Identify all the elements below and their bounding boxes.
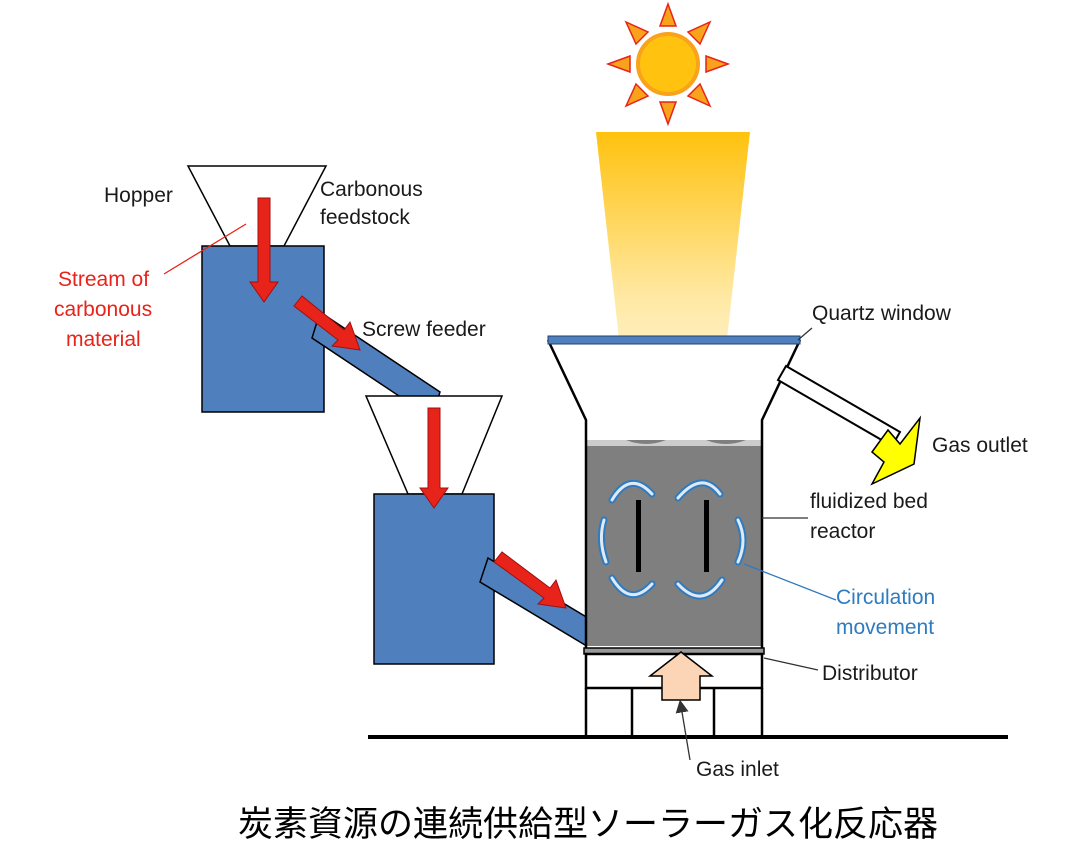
gas-outlet-pipe: [776, 364, 902, 448]
label-hopper: Hopper: [104, 184, 173, 207]
lower-feeder-box: [373, 493, 495, 665]
label-gas-inlet: Gas inlet: [696, 758, 779, 781]
leader-lines: [163, 223, 837, 761]
fluidized-bed: [586, 440, 762, 646]
baffle-plate-right: [704, 500, 709, 572]
reactor-vessel: [546, 339, 802, 652]
label-reactor: reactor: [810, 520, 875, 543]
sun-icon: [605, 1, 731, 127]
upper-hopper: [186, 165, 328, 247]
gas-outlet-arrow: [870, 415, 922, 486]
label-screw-feeder: Screw feeder: [362, 318, 486, 341]
stream-arrows: [249, 197, 567, 609]
label-fluidized-bed: fluidized bed: [810, 490, 928, 513]
quartz-window: [547, 335, 801, 345]
label-quartz-window: Quartz window: [812, 302, 952, 325]
caption: 炭素資源の連続供給型ソーラーガス化反応器: [238, 805, 938, 845]
label-stream-3: material: [66, 328, 141, 351]
label-circulation: Circulation: [836, 586, 935, 609]
gas-inlet-arrow: [647, 651, 715, 701]
label-gas-outlet: Gas outlet: [932, 434, 1028, 457]
label-distributor: Distributor: [822, 662, 918, 685]
label-carbonous: Carbonous: [320, 178, 423, 201]
circulation-arrows-inner: [599, 481, 745, 598]
label-feedstock: feedstock: [320, 206, 410, 229]
label-stream-2: carbonous: [54, 298, 152, 321]
label-movement: movement: [836, 616, 934, 639]
label-stream-1: Stream of: [58, 268, 149, 291]
baffle-plate-left: [636, 500, 641, 572]
